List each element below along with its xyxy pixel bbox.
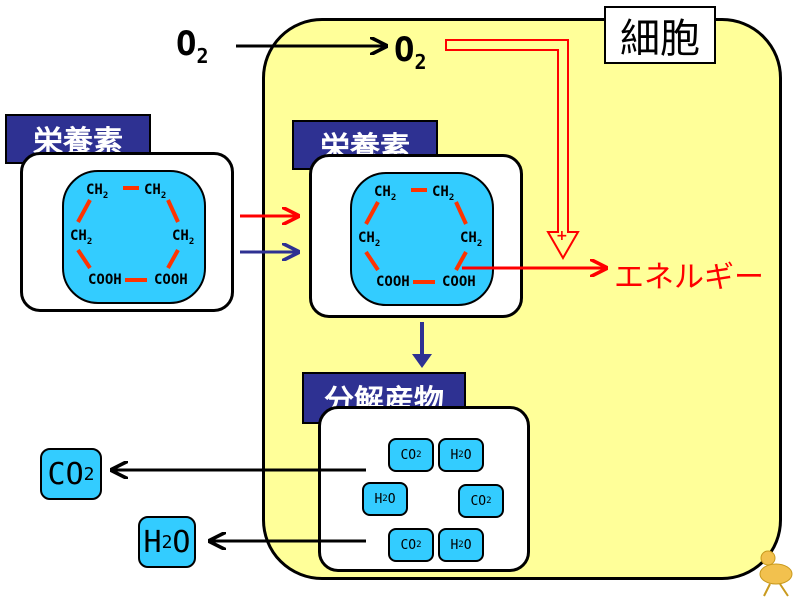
inside-ch2-top-right: CH2 bbox=[432, 184, 455, 203]
inside-cooh-right: COOH bbox=[442, 274, 476, 290]
outside-cooh-left: COOH bbox=[88, 272, 122, 288]
plus-sign: + bbox=[556, 228, 568, 244]
decomposition-arrowhead bbox=[412, 354, 432, 368]
bond bbox=[454, 201, 468, 225]
cell-label: 細胞 bbox=[604, 6, 716, 64]
oxygen-outside-base: O bbox=[176, 24, 197, 64]
inside-ch2-top-left: CH2 bbox=[374, 184, 397, 203]
outside-bonds bbox=[76, 186, 180, 282]
bond bbox=[76, 248, 92, 270]
bond bbox=[454, 251, 468, 271]
oxygen-outside: O2 bbox=[176, 24, 209, 68]
oxygen-inside-base: O bbox=[394, 30, 415, 70]
oxygen-inside: O2 bbox=[394, 30, 427, 74]
inside-cooh-left: COOH bbox=[376, 274, 410, 290]
bond bbox=[364, 250, 380, 272]
mascot-icon bbox=[759, 550, 793, 597]
inside-ch2-mid-right: CH2 bbox=[460, 230, 483, 249]
outside-ch2-top-left: CH2 bbox=[86, 182, 109, 201]
outside-cooh-right: COOH bbox=[154, 272, 188, 288]
outside-ch2-mid-right: CH2 bbox=[172, 228, 195, 247]
oxygen-to-energy-arrow bbox=[445, 39, 580, 261]
oxygen-outside-sub: 2 bbox=[196, 43, 209, 68]
inside-bonds bbox=[364, 188, 468, 284]
nutrient-outside-molecule: CH2 CH2 CH2 CH2 COOH COOH bbox=[62, 170, 206, 304]
bond bbox=[364, 201, 380, 225]
inside-ch2-mid-left: CH2 bbox=[358, 230, 381, 249]
energy-label: エネルギー bbox=[614, 260, 764, 295]
outside-ch2-top-right: CH2 bbox=[144, 182, 167, 201]
outside-ch2-mid-left: CH2 bbox=[70, 228, 93, 247]
bond bbox=[166, 249, 180, 269]
bond bbox=[166, 199, 180, 223]
bond bbox=[76, 199, 92, 223]
oxygen-inside-sub: 2 bbox=[414, 49, 427, 74]
